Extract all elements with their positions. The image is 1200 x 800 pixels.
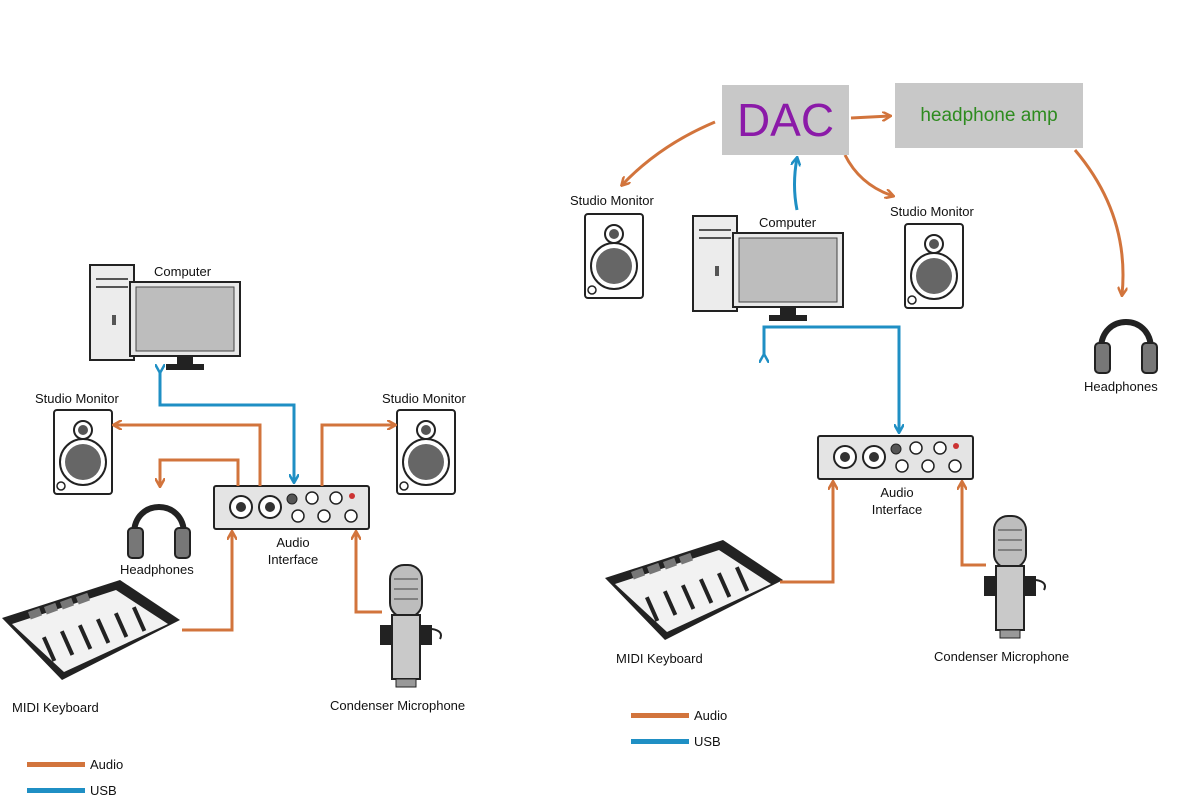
right-headphones-icon — [1095, 322, 1157, 373]
left-computer-icon — [89, 264, 241, 371]
right-audio-dac-amp-line — [850, 116, 890, 118]
left-studio-monitor-left-label: Studio Monitor — [35, 391, 119, 406]
left-studio-monitor-right-label: Studio Monitor — [382, 391, 466, 406]
left-studio-monitor-right-icon — [396, 409, 456, 495]
left-legend-audio-swatch — [27, 762, 85, 767]
right-studio-monitor-right-label: Studio Monitor — [890, 204, 974, 219]
left-diagram — [2, 264, 456, 793]
right-studio-monitor-left-label: Studio Monitor — [570, 193, 654, 208]
left-computer-label: Computer — [154, 264, 212, 279]
right-audio-dac-monitor-left-line — [622, 120, 716, 185]
right-computer-label: Computer — [759, 215, 817, 230]
left-audio-midi-line — [182, 532, 232, 632]
right-audio-dac-monitor-right-line — [843, 154, 893, 196]
right-audio-amp-headphones-line — [1073, 149, 1123, 295]
left-headphones-icon — [128, 507, 190, 558]
dac-box: DAC — [722, 85, 849, 155]
dac-label: DAC — [736, 94, 835, 146]
right-usb-computer-interface-line — [764, 325, 899, 432]
left-audio-interface-label-line2: Interface — [267, 552, 319, 567]
left-usb-computer-interface-line — [160, 372, 294, 482]
left-midi-keyboard-icon — [2, 580, 180, 680]
left-legend-usb-swatch — [27, 788, 85, 793]
left-audio-mic-line — [356, 532, 382, 614]
right-midi-keyboard-icon — [605, 540, 783, 640]
left-condenser-microphone-label: Condenser Microphone — [330, 698, 466, 713]
left-midi-keyboard-label: MIDI Keyboard — [12, 700, 99, 715]
right-audio-interface-label-line2: Interface — [871, 502, 923, 517]
right-audio-mic-line — [962, 482, 986, 567]
right-audio-midi-line — [780, 482, 833, 584]
right-legend-audio-swatch — [631, 713, 689, 718]
left-condenser-microphone-icon — [379, 564, 442, 688]
left-audio-monitor-right-line — [320, 425, 395, 486]
right-headphones-label: Headphones — [1084, 379, 1158, 394]
left-legend-usb-label: USB — [90, 783, 117, 798]
right-audio-interface-icon — [817, 435, 974, 480]
left-headphones-label: Headphones — [120, 562, 194, 577]
right-studio-monitor-left-icon — [584, 213, 644, 299]
headphone-amp-box: headphone amp — [895, 83, 1083, 148]
right-diagram — [584, 116, 1157, 744]
left-audio-interface-label-line1: Audio — [276, 535, 310, 550]
left-legend-audio-label: Audio — [90, 757, 124, 772]
right-legend-usb-label: USB — [694, 734, 721, 749]
left-audio-monitor-left-line — [114, 425, 262, 486]
left-audio-interface-icon — [213, 485, 370, 530]
headphone-amp-label: headphone amp — [920, 105, 1058, 126]
right-computer-icon — [692, 215, 844, 322]
right-legend-usb-swatch — [631, 739, 689, 744]
right-condenser-microphone-label: Condenser Microphone — [934, 649, 1070, 664]
right-audio-interface-label-line1: Audio — [880, 485, 914, 500]
right-midi-keyboard-label: MIDI Keyboard — [616, 651, 703, 666]
right-usb-computer-dac-line — [795, 158, 798, 211]
right-condenser-microphone-icon — [983, 515, 1046, 639]
left-audio-headphones-line — [160, 458, 240, 486]
right-studio-monitor-right-icon — [904, 223, 964, 309]
left-studio-monitor-left-icon — [53, 409, 113, 495]
right-legend-audio-label: Audio — [694, 708, 728, 723]
